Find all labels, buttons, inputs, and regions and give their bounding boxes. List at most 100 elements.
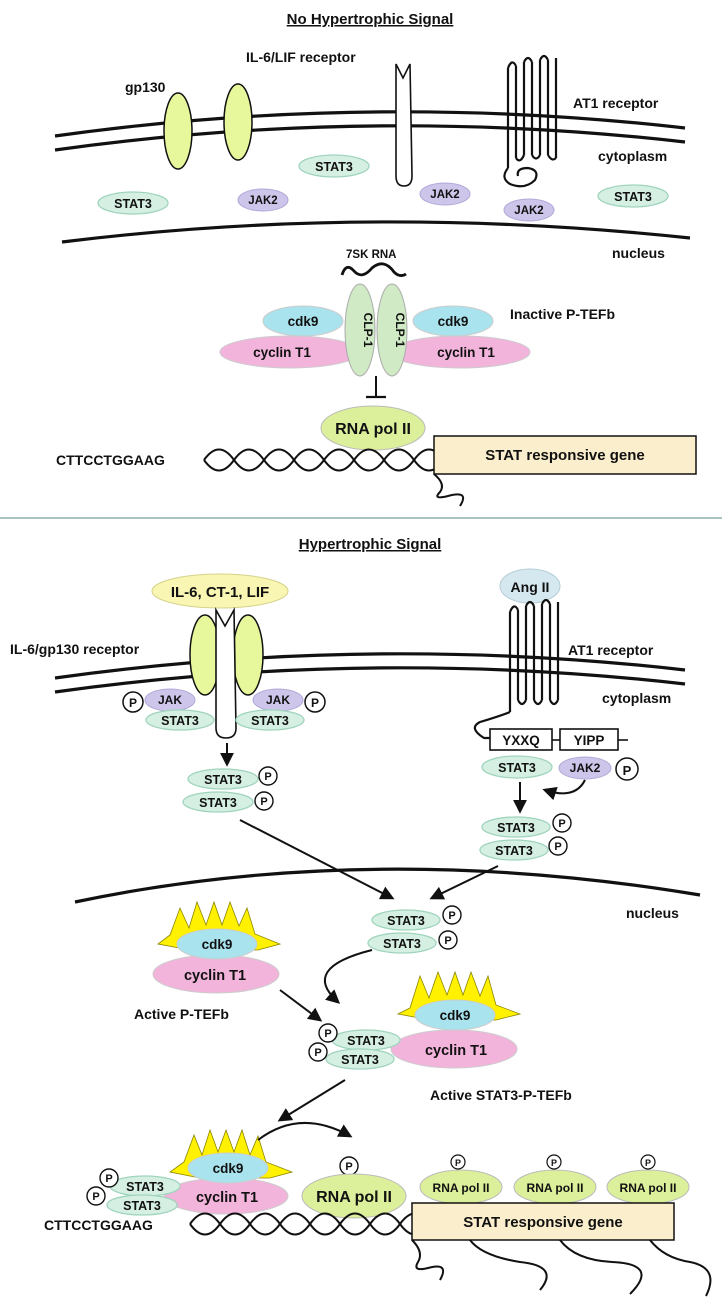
- bottom-nuclear-membrane: [74, 867, 701, 904]
- svg-text:STAT3: STAT3: [497, 821, 535, 835]
- jak2-protein: JAK2: [419, 182, 471, 206]
- at1-receptor: [473, 598, 560, 740]
- top-nuclear-membrane: [61, 220, 691, 244]
- mrna-strand: [411, 1239, 444, 1281]
- svg-text:P: P: [260, 796, 267, 808]
- mrna-strand: [433, 473, 464, 507]
- top-title: No Hypertrophic Signal: [287, 11, 454, 28]
- il6-lif-receptor-label: IL-6/LIF receptor: [246, 49, 356, 65]
- top-membrane-outer: [54, 110, 686, 138]
- promoter-stat3-ptefb: cyclin T1 cdk9 STAT3 STAT3 P P: [86, 1128, 294, 1216]
- top-panel: No Hypertrophic Signal gp130 IL-6/LIF re…: [54, 11, 697, 507]
- phosphorylation-arrow: [542, 779, 586, 801]
- svg-text:P: P: [324, 1028, 331, 1040]
- cdk9: cdk9: [288, 314, 319, 329]
- active-ptefb: cyclin T1 cdk9: [152, 900, 282, 994]
- active-ptefb-label: Active P-TEFb: [134, 1006, 229, 1022]
- jak2-protein: JAK2: [558, 756, 612, 780]
- svg-text:STAT3: STAT3: [341, 1053, 379, 1067]
- svg-text:STAT3: STAT3: [123, 1199, 161, 1213]
- svg-text:P: P: [129, 696, 137, 710]
- top-membrane-inner: [54, 124, 686, 152]
- svg-text:STAT3: STAT3: [315, 160, 353, 174]
- mrna-strand: [469, 1239, 548, 1291]
- clp1: CLP-1: [393, 313, 407, 348]
- svg-text:STAT3: STAT3: [204, 773, 242, 787]
- yxxq-motif: YXXQ: [489, 728, 553, 751]
- il6-gp130-receptor: [215, 606, 237, 739]
- clp1: CLP-1: [361, 313, 375, 348]
- svg-text:RNA pol II: RNA pol II: [335, 421, 411, 438]
- cdk9: cdk9: [213, 1161, 244, 1176]
- svg-text:P: P: [558, 818, 565, 830]
- jak-protein: JAK: [252, 688, 304, 712]
- il6-gp130-receptor-label: IL-6/gp130 receptor: [10, 641, 140, 657]
- cdk9: cdk9: [438, 314, 469, 329]
- stat3-protein: STAT3: [145, 709, 215, 731]
- stat-responsive-gene-label: STAT responsive gene: [485, 447, 645, 464]
- svg-text:P: P: [92, 1191, 99, 1203]
- bottom-membrane-outer: [54, 652, 686, 680]
- svg-text:STAT3: STAT3: [161, 714, 199, 728]
- svg-text:YIPP: YIPP: [574, 733, 605, 748]
- svg-text:STAT3: STAT3: [387, 914, 425, 928]
- rna-pol-ii: RNA pol II: [320, 405, 426, 451]
- svg-text:STAT3: STAT3: [126, 1180, 164, 1194]
- svg-text:RNA pol II: RNA pol II: [316, 1189, 392, 1206]
- svg-text:P: P: [554, 841, 561, 853]
- stat3-protein: STAT3: [298, 154, 370, 178]
- svg-text:JAK: JAK: [158, 693, 182, 707]
- inactive-ptefb-label: Inactive P-TEFb: [510, 306, 615, 322]
- p-circle: P: [615, 757, 639, 781]
- svg-text:JAK2: JAK2: [514, 205, 543, 217]
- cyclin-t1: cyclin T1: [253, 345, 311, 360]
- stat3-dimer: STAT3 STAT3 P P: [479, 813, 572, 861]
- svg-text:P: P: [455, 1158, 461, 1168]
- translocation-arrow: [429, 865, 499, 900]
- p-circle: P: [122, 691, 144, 713]
- gp130-subunit: [223, 83, 253, 161]
- stat3-dimer: STAT3 STAT3 P P: [182, 766, 278, 813]
- stat3-protein: STAT3: [97, 191, 169, 215]
- 7sk-rna-label: 7SK RNA: [346, 249, 396, 261]
- inhibition-symbol: [366, 376, 386, 399]
- svg-text:STAT3: STAT3: [614, 190, 652, 204]
- svg-text:P: P: [444, 935, 451, 947]
- cyclin-t1: cyclin T1: [196, 1190, 258, 1206]
- cdk9: cdk9: [202, 937, 233, 952]
- nucleus-label: nucleus: [626, 905, 679, 921]
- jak-protein: JAK: [144, 688, 196, 712]
- stat3-protein: STAT3: [481, 755, 553, 779]
- svg-text:RNA pol II: RNA pol II: [620, 1181, 677, 1195]
- svg-text:STAT3: STAT3: [199, 796, 237, 810]
- stat-responsive-gene-label: STAT responsive gene: [463, 1214, 623, 1231]
- dna-sequence-label: CTTCCTGGAAG: [44, 1217, 153, 1233]
- svg-text:STAT3: STAT3: [114, 197, 152, 211]
- cyclin-t1: cyclin T1: [184, 968, 246, 984]
- svg-text:JAK2: JAK2: [248, 195, 277, 207]
- jak2-protein: JAK2: [237, 188, 289, 212]
- gp130-subunit: [232, 614, 264, 696]
- svg-text:JAK2: JAK2: [570, 761, 601, 775]
- svg-text:STAT3: STAT3: [347, 1034, 385, 1048]
- svg-text:P: P: [345, 1161, 352, 1173]
- inactive-ptefb-complex: cyclin T1 cyclin T1 cdk9 cdk9 CLP-1 CLP-…: [219, 283, 531, 377]
- svg-text:IL-6, CT-1, LIF: IL-6, CT-1, LIF: [171, 584, 269, 601]
- rna-pol-ii: RNA pol II: [301, 1173, 407, 1219]
- svg-text:P: P: [311, 696, 319, 710]
- cyclin-t1: cyclin T1: [425, 1043, 487, 1059]
- svg-text:P: P: [645, 1158, 651, 1168]
- 7sk-rna-strand: [340, 262, 407, 277]
- il6-lif-receptor: [395, 63, 413, 187]
- association-arrow: [279, 989, 323, 1022]
- jak2-protein: JAK2: [503, 198, 555, 222]
- gp130-label: gp130: [125, 79, 166, 95]
- svg-text:RNA pol II: RNA pol II: [527, 1181, 584, 1195]
- ligand-il6-ct1-lif: IL-6, CT-1, LIF: [151, 573, 289, 609]
- translocation-arrow: [239, 819, 395, 900]
- elongating-rna-pol-ii: RNA pol II P: [513, 1154, 597, 1205]
- svg-text:P: P: [623, 763, 632, 778]
- svg-text:P: P: [264, 771, 271, 783]
- svg-text:P: P: [314, 1047, 321, 1059]
